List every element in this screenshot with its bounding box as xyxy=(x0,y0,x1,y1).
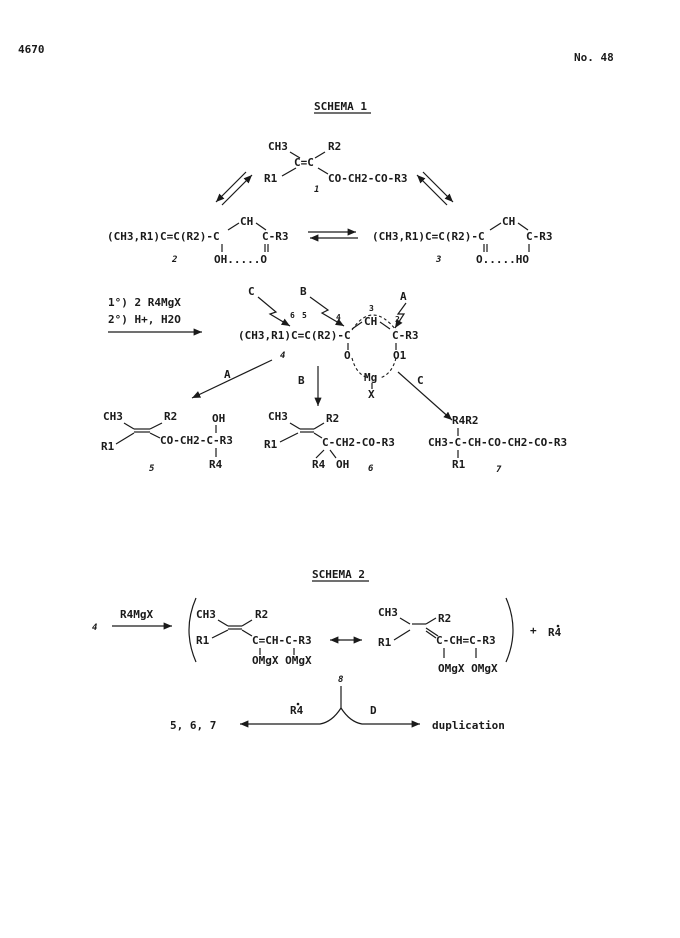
svg-text:R1: R1 xyxy=(264,438,278,451)
svg-text:CH3: CH3 xyxy=(196,608,216,621)
svg-text:R4: R4 xyxy=(312,458,326,471)
compound-2: CH (CH3,R1)C=C(R2)-C C-R3 OH.....O 2 xyxy=(107,215,289,266)
pathway-label-c: C xyxy=(417,374,424,387)
svg-text:R4R2: R4R2 xyxy=(452,414,479,427)
svg-text:4: 4 xyxy=(336,313,341,322)
scheme2-reagent: R4MgX xyxy=(120,608,153,621)
compound-4-number: 4 xyxy=(280,351,285,361)
svg-text:OMgX OMgX: OMgX OMgX xyxy=(252,654,312,667)
right-arrow-label: D xyxy=(370,704,377,717)
svg-text:6: 6 xyxy=(290,311,295,320)
compound-1-number: 1 xyxy=(314,185,319,195)
svg-text:(CH3,R1)C=C(R2)-C: (CH3,R1)C=C(R2)-C xyxy=(238,329,351,342)
resonance-structure-1: CH3 R2 R1 C=CH-C-R3 OMgX OMgX xyxy=(196,608,312,667)
svg-text:Mg: Mg xyxy=(364,371,377,384)
svg-text:3: 3 xyxy=(369,304,374,313)
svg-text:O: O xyxy=(344,349,351,362)
svg-text:(CH3,R1)C=C(R2)-C: (CH3,R1)C=C(R2)-C xyxy=(107,230,220,243)
attack-label-c: C xyxy=(248,285,255,298)
radical-dot xyxy=(556,624,560,628)
svg-text:CH: CH xyxy=(364,315,377,328)
resonance-structure-2: CH3 R2 R1 C-CH=C-R3 OMgX OMgX xyxy=(378,606,498,675)
compound-2-number: 2 xyxy=(171,255,177,265)
compound-8-number: 8 xyxy=(338,675,343,685)
page-number: 4670 xyxy=(18,43,45,56)
journal-number: No. 48 xyxy=(574,51,614,64)
equilibrium-arrow xyxy=(215,171,247,203)
products-5-6-7: 5, 6, 7 xyxy=(170,719,216,732)
svg-text:OMgX OMgX: OMgX OMgX xyxy=(438,662,498,675)
svg-text:O.....HO: O.....HO xyxy=(476,253,529,266)
branch-left-arrow xyxy=(240,707,342,728)
scheme1-title: SCHEMA 1 xyxy=(314,100,367,113)
svg-text:R1: R1 xyxy=(264,172,278,185)
svg-text:2: 2 xyxy=(395,315,400,324)
svg-text:CH3: CH3 xyxy=(378,606,398,619)
svg-text:CO-CH2-CO-R3: CO-CH2-CO-R3 xyxy=(328,172,407,185)
svg-text:R2: R2 xyxy=(326,412,339,425)
reagent-step-2: 2°) H+, H2O xyxy=(108,313,181,326)
svg-text:C-CH=C-R3: C-CH=C-R3 xyxy=(436,634,496,647)
scheme2-start-compound: 4 xyxy=(92,623,97,633)
duplication-label: duplication xyxy=(432,719,505,732)
compound-3: CH (CH3,R1)C=C(R2)-C C-R3 O.....HO 3 xyxy=(372,215,553,266)
bracket-left xyxy=(188,597,197,663)
left-arrow-label: R4 xyxy=(290,704,304,717)
compound-7-number: 7 xyxy=(496,465,502,475)
attack-label-a: A xyxy=(400,290,407,303)
svg-text:R1: R1 xyxy=(101,440,115,453)
svg-text:CO-CH2-C-R3: CO-CH2-C-R3 xyxy=(160,434,233,447)
branch-right-arrow xyxy=(340,707,420,728)
svg-text:OH.....O: OH.....O xyxy=(214,253,267,266)
svg-text:5: 5 xyxy=(302,311,307,320)
attack-label-b: B xyxy=(300,285,307,298)
svg-text:R2: R2 xyxy=(255,608,268,621)
pathway-label-a: A xyxy=(224,368,231,381)
svg-text:C-R3: C-R3 xyxy=(392,329,419,342)
svg-text:R1: R1 xyxy=(196,634,210,647)
pathway-arrow-a xyxy=(191,359,273,399)
svg-text:CH3: CH3 xyxy=(268,140,288,153)
scheme2-title: SCHEMA 2 xyxy=(312,568,365,581)
svg-text:OH: OH xyxy=(212,412,225,425)
svg-text:R4: R4 xyxy=(209,458,223,471)
compound-4: 6 5 4 3 2 CH (CH3,R1)C=C(R2)-C C-R3 O O1… xyxy=(238,304,419,401)
pathway-arrow-c xyxy=(397,371,453,421)
svg-text:R1: R1 xyxy=(378,636,392,649)
svg-text:CH: CH xyxy=(240,215,253,228)
plus-sign: + xyxy=(530,624,537,637)
svg-text:C=CH-C-R3: C=CH-C-R3 xyxy=(252,634,312,647)
r4-radical: R4 xyxy=(548,626,562,639)
compound-6: CH3 R2 R1 C-CH2-CO-R3 R4 OH 6 xyxy=(264,410,395,474)
svg-text:R1: R1 xyxy=(452,458,466,471)
compound-1: CH3 R2 C=C R1 CO-CH2-CO-R3 1 xyxy=(264,140,407,195)
svg-text:C=C: C=C xyxy=(294,156,314,169)
svg-text:R2: R2 xyxy=(164,410,177,423)
compound-3-number: 3 xyxy=(435,255,441,265)
svg-text:R2: R2 xyxy=(328,140,341,153)
svg-text:R2: R2 xyxy=(438,612,451,625)
reagent-step-1: 1°) 2 R4MgX xyxy=(108,296,181,309)
svg-text:C-R3: C-R3 xyxy=(526,230,553,243)
svg-text:C-R3: C-R3 xyxy=(262,230,289,243)
svg-text:O1: O1 xyxy=(393,349,407,362)
svg-text:CH3: CH3 xyxy=(268,410,288,423)
svg-text:OH: OH xyxy=(336,458,349,471)
compound-6-number: 6 xyxy=(368,464,374,474)
pathway-label-b: B xyxy=(298,374,305,387)
compound-5-number: 5 xyxy=(149,464,155,474)
svg-text:C-CH2-CO-R3: C-CH2-CO-R3 xyxy=(322,436,395,449)
svg-text:X: X xyxy=(368,388,375,401)
svg-text:(CH3,R1)C=C(R2)-C: (CH3,R1)C=C(R2)-C xyxy=(372,230,485,243)
svg-text:CH3: CH3 xyxy=(103,410,123,423)
svg-text:CH: CH xyxy=(502,215,515,228)
compound-7: R4R2 CH3-C-CH-CO-CH2-CO-R3 R1 7 xyxy=(428,414,567,475)
compound-5: CH3 R2 OH R1 CO-CH2-C-R3 R4 5 xyxy=(101,410,233,474)
bracket-right xyxy=(505,597,514,663)
svg-text:CH3-C-CH-CO-CH2-CO-R3: CH3-C-CH-CO-CH2-CO-R3 xyxy=(428,436,567,449)
